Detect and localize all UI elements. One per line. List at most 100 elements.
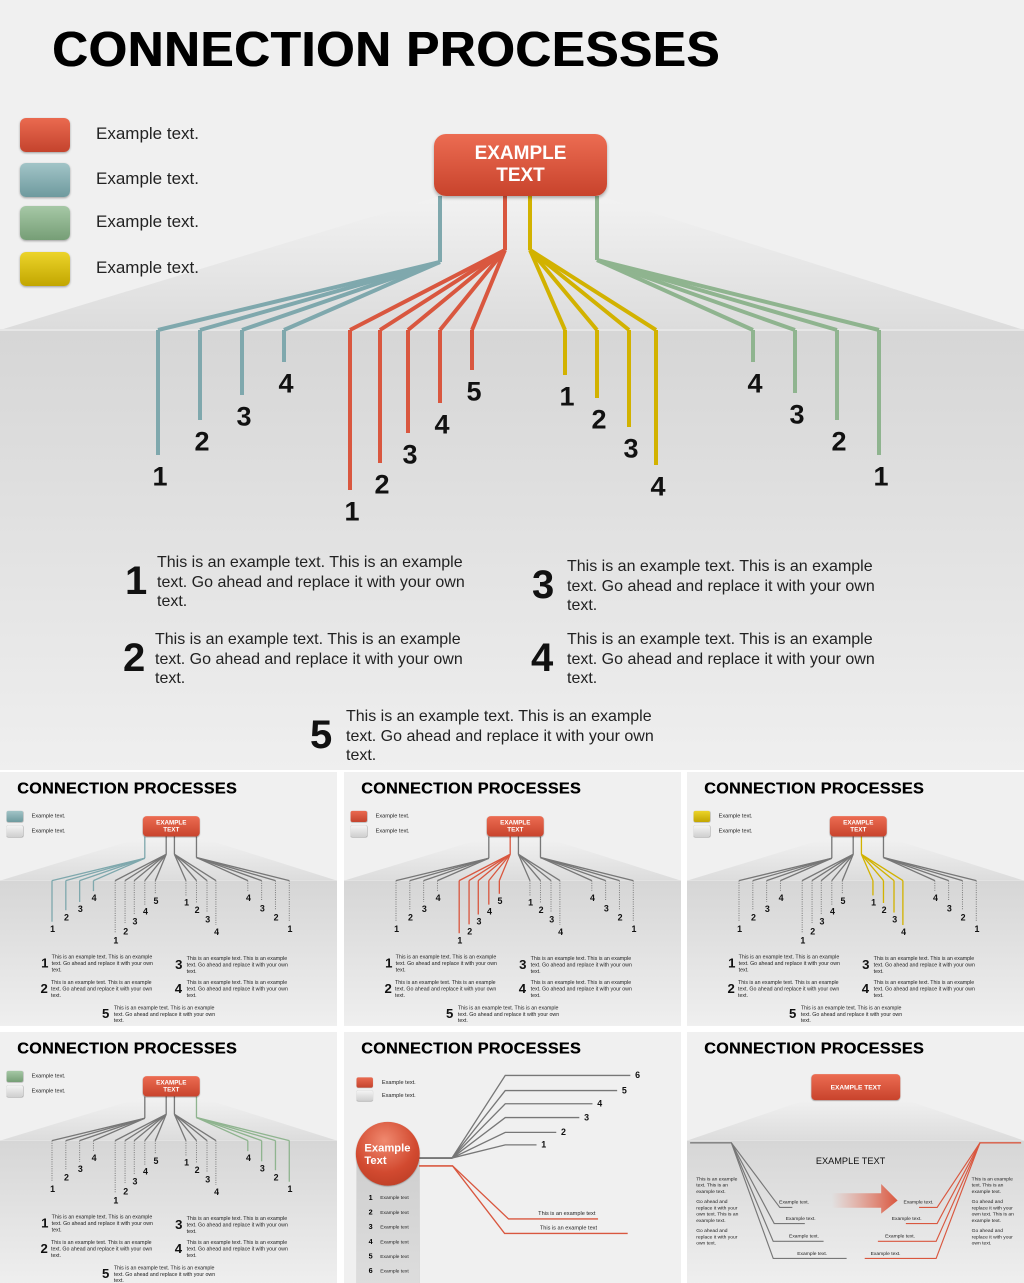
connector-group-yellow bbox=[860, 836, 904, 926]
side-paragraph: This is an example text. This is an exam… bbox=[971, 1176, 1013, 1195]
circle-label-line: Text bbox=[364, 1154, 387, 1167]
branch-label: 6 bbox=[635, 1070, 641, 1081]
connector-branch bbox=[498, 854, 511, 881]
center-box-line: TEXT bbox=[507, 826, 524, 834]
center-box-line: TEXT bbox=[163, 826, 180, 834]
connector-branch bbox=[174, 853, 208, 882]
gray-branch bbox=[419, 1144, 537, 1159]
connector-group-teal bbox=[51, 1096, 146, 1182]
center-box-line: EXAMPLE bbox=[156, 1079, 187, 1086]
branch-label: 5 bbox=[840, 895, 846, 906]
connector-branch bbox=[752, 857, 832, 882]
branch-label: 2 bbox=[374, 469, 390, 500]
branch-label: 1 bbox=[800, 935, 806, 946]
connector-branch bbox=[124, 853, 167, 882]
slide-title: CONNECTION PROCESSES bbox=[361, 779, 581, 798]
connector-branch bbox=[861, 853, 895, 882]
list-column bbox=[356, 1160, 420, 1283]
branch-label: 4 bbox=[778, 893, 784, 904]
slide-title: CONNECTION PROCESSES bbox=[17, 779, 237, 798]
connector-branch bbox=[528, 248, 599, 332]
list-label: Example text bbox=[380, 1209, 409, 1216]
connector-branch bbox=[283, 260, 441, 332]
connector-branch bbox=[173, 1113, 197, 1142]
item-text: This is an example text. This is an exam… bbox=[51, 1214, 153, 1233]
branch-label: 3 bbox=[549, 914, 555, 925]
red-connector bbox=[864, 1142, 1022, 1259]
center-box-line: TEXT bbox=[496, 165, 545, 186]
item-number: 1 bbox=[385, 955, 393, 971]
connector-branch bbox=[540, 856, 593, 882]
item-text: This is an example text. This is an exam… bbox=[155, 631, 463, 687]
connector-branch bbox=[596, 258, 880, 332]
list-number: 5 bbox=[368, 1251, 373, 1261]
legend-swatch-teal bbox=[6, 810, 24, 823]
connector-branch bbox=[468, 853, 511, 882]
legend-label: Example text. bbox=[718, 812, 753, 820]
list-number: 3 bbox=[368, 1222, 373, 1231]
list-label: Example text bbox=[380, 1224, 409, 1230]
branch-label: 2 bbox=[960, 912, 966, 923]
item-text: This is an example text. This is an exam… bbox=[567, 631, 875, 687]
item-number: 2 bbox=[123, 636, 146, 680]
connector-branch bbox=[173, 853, 197, 882]
gray-branch bbox=[419, 1103, 593, 1159]
branch-label: 3 bbox=[476, 916, 482, 927]
connector-branch bbox=[196, 1116, 290, 1142]
item-text: This is an example text. This is an exam… bbox=[530, 979, 632, 999]
item-number: 5 bbox=[310, 713, 333, 757]
connector-branch bbox=[114, 853, 167, 882]
branch-label: 1 bbox=[184, 1157, 190, 1168]
branch-label: 2 bbox=[831, 426, 847, 457]
branch-label: 2 bbox=[194, 1165, 200, 1175]
connector-branch bbox=[517, 853, 541, 882]
branch-label: 2 bbox=[273, 1172, 279, 1183]
legend-label: Example text. bbox=[375, 827, 410, 834]
trapezoid bbox=[0, 836, 337, 881]
item-text: This is an example text. This is an exam… bbox=[51, 954, 153, 973]
connector-branch bbox=[79, 1117, 146, 1142]
branch-label: 2 bbox=[561, 1127, 566, 1138]
side-paragraph: This is an example text. This is an exam… bbox=[696, 1176, 738, 1195]
connector-branch bbox=[861, 853, 904, 882]
connector-branch bbox=[406, 248, 507, 332]
connector-branch bbox=[174, 1113, 217, 1142]
list-number: 2 bbox=[368, 1207, 373, 1217]
connector-group-yellow bbox=[528, 196, 658, 465]
branch-label: 3 bbox=[236, 401, 252, 432]
item-number: 1 bbox=[728, 955, 736, 971]
connector-branch bbox=[811, 853, 854, 882]
connector-branch bbox=[114, 1113, 167, 1142]
branch-label: 4 bbox=[278, 368, 294, 399]
branch-label: 3 bbox=[77, 1164, 83, 1175]
slide-title: CONNECTION PROCESSES bbox=[704, 1039, 924, 1058]
side-paragraph: Go ahead and replace it with your own te… bbox=[971, 1227, 1013, 1246]
gray-branch bbox=[419, 1116, 580, 1159]
branch-label: 1 bbox=[541, 1139, 547, 1150]
item-number: 2 bbox=[40, 1241, 48, 1256]
branch-label: 3 bbox=[819, 916, 825, 927]
left-paragraphs: This is an example text. This is an exam… bbox=[696, 1176, 739, 1250]
side-paragraph: Go ahead and replace it with your own te… bbox=[696, 1227, 738, 1246]
slide-background bbox=[0, 836, 337, 1026]
item-text: This is an example text. This is an exam… bbox=[873, 955, 975, 975]
branch-label: 1 bbox=[113, 935, 119, 946]
branch-label: 1 bbox=[528, 897, 534, 908]
slide-background bbox=[0, 196, 1024, 770]
connector-branch bbox=[144, 853, 167, 882]
item-text: This is an example text. This is an exam… bbox=[800, 1005, 903, 1024]
branch-label: 4 bbox=[91, 893, 97, 904]
item-text: This is an example text. This is an exam… bbox=[530, 955, 632, 975]
legend-label: Example text. bbox=[96, 169, 199, 188]
branch-label: 3 bbox=[603, 903, 609, 914]
trapezoid bbox=[344, 836, 681, 881]
connector-branch bbox=[65, 1117, 145, 1142]
connector-group-red bbox=[801, 836, 854, 934]
